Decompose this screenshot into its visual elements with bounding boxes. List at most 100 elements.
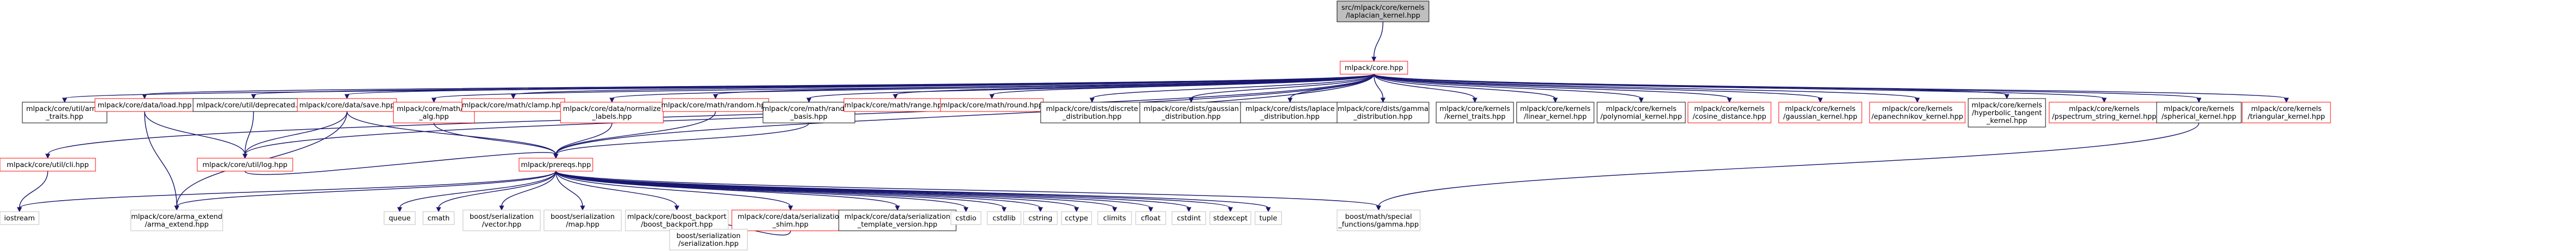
arrowhead-core-to-random_basis: [806, 97, 812, 103]
node-gamma_dist[interactable]: mlpack/core/dists/gamma_distribution.hpp: [1337, 102, 1429, 123]
node-box-kernel_traits[interactable]: [1436, 102, 1514, 123]
node-box-data_save[interactable]: [297, 98, 397, 112]
node-box-ser_shim[interactable]: [731, 210, 850, 231]
node-box-arma_extend: [130, 210, 223, 231]
node-box-random[interactable]: [662, 98, 769, 112]
node-box-random_basis[interactable]: [762, 102, 855, 123]
node-box-lin_alg[interactable]: [393, 102, 475, 123]
node-label-linear_kernel-0: mlpack/core/kernels: [1520, 105, 1591, 113]
node-cosine[interactable]: mlpack/core/kernels/cosine_distance.hpp: [1687, 102, 1771, 123]
node-deprecated[interactable]: mlpack/core/util/deprecated.hpp: [193, 98, 315, 112]
node-box-linear_kernel[interactable]: [1516, 102, 1594, 123]
arrowhead-prereqs-to-iostream: [17, 207, 22, 213]
arrowhead-prereqs-to-boost_backport: [674, 205, 679, 211]
node-box-normalize_labels[interactable]: [560, 102, 664, 123]
edge-core-to-cli: [47, 74, 1374, 155]
node-box-spherical[interactable]: [2156, 102, 2242, 123]
node-label-arma_extend-1: /arma_extend.hpp: [145, 220, 209, 229]
node-discrete[interactable]: mlpack/core/dists/discrete_distribution.…: [1040, 102, 1144, 123]
node-lin_alg[interactable]: mlpack/core/math/lin_alg.hpp: [393, 102, 475, 123]
node-data_load[interactable]: mlpack/core/data/load.hpp: [94, 98, 195, 112]
node-spherical[interactable]: mlpack/core/kernels/spherical_kernel.hpp: [2156, 102, 2242, 123]
node-gaussian_kernel[interactable]: mlpack/core/kernels/gaussian_kernel.hpp: [1778, 102, 1862, 123]
node-box-deprecated[interactable]: [193, 98, 315, 112]
node-normalize_labels[interactable]: mlpack/core/data/normalize_labels.hpp: [560, 102, 664, 123]
node-box-epanechnikov[interactable]: [1869, 102, 1966, 123]
node-data_save[interactable]: mlpack/core/data/save.hpp: [297, 98, 397, 112]
node-laplace_dist[interactable]: mlpack/core/dists/laplace_distribution.h…: [1240, 102, 1340, 123]
node-range[interactable]: mlpack/core/math/range.hpp: [843, 98, 947, 112]
node-label-core-0: mlpack/core.hpp: [1345, 64, 1403, 72]
node-ser_shim[interactable]: mlpack/core/data/serialization_shim.hpp: [731, 210, 850, 231]
edge-data_save-to-log: [244, 111, 348, 155]
node-label-cstdlib-0: cstdlib: [992, 214, 1015, 222]
node-ser_template[interactable]: mlpack/core/data/serialization_template_…: [838, 210, 957, 231]
node-box-triangular[interactable]: [2242, 102, 2331, 123]
node-round[interactable]: mlpack/core/math/round.hpp: [940, 98, 1044, 112]
node-label-cosine-0: mlpack/core/kernels: [1694, 105, 1765, 113]
edge-core-to-round: [991, 74, 1374, 95]
node-box-hyperbolic[interactable]: [1968, 98, 2046, 128]
node-box-clamp[interactable]: [461, 98, 565, 112]
node-cli[interactable]: mlpack/core/util/cli.hpp: [0, 158, 96, 172]
node-box-gaussian_kernel[interactable]: [1778, 102, 1862, 123]
node-box-arma_traits[interactable]: [22, 102, 107, 123]
node-arma_traits[interactable]: mlpack/core/util/arma_traits.hpp: [22, 102, 107, 123]
node-box-gaussian_dist[interactable]: [1139, 102, 1243, 123]
node-label-triangular-0: mlpack/core/kernels: [2251, 105, 2322, 113]
node-label-random-0: mlpack/core/math/random.hpp: [661, 101, 770, 109]
node-label-data_save-0: mlpack/core/data/save.hpp: [299, 101, 395, 109]
node-box-laplace_dist[interactable]: [1240, 102, 1340, 123]
node-random_basis[interactable]: mlpack/core/math/random_basis.hpp: [762, 102, 856, 123]
node-box-gamma_dist[interactable]: [1337, 102, 1429, 123]
node-label-polynomial-0: mlpack/core/kernels: [1606, 105, 1677, 113]
node-clamp[interactable]: mlpack/core/math/clamp.hpp: [461, 98, 565, 112]
node-hyperbolic[interactable]: mlpack/core/kernels/hyperbolic_tangent_k…: [1968, 98, 2046, 128]
edge-lin_alg-to-prereqs: [433, 122, 556, 155]
arrowhead-core-to-polynomial: [1639, 97, 1644, 103]
arrowhead-prereqs-to-cstdio: [963, 207, 969, 213]
node-box-range[interactable]: [843, 98, 947, 112]
arrowhead-core-to-spherical: [2196, 97, 2202, 103]
node-epanechnikov[interactable]: mlpack/core/kernels/epanechnikov_kernel.…: [1869, 102, 1966, 123]
edge-prereqs-to-tuple: [555, 171, 1269, 208]
node-triangular[interactable]: mlpack/core/kernels/triangular_kernel.hp…: [2242, 102, 2331, 123]
node-polynomial[interactable]: mlpack/core/kernels/polynomial_kernel.hp…: [1597, 102, 1686, 123]
node-log[interactable]: mlpack/core/util/log.hpp: [197, 158, 293, 172]
arrowhead-core-to-gaussian_dist: [1189, 97, 1194, 103]
node-box-cli[interactable]: [0, 158, 96, 172]
arrowhead-core-to-random: [713, 94, 718, 100]
node-prereqs[interactable]: mlpack/prereqs.hpp: [519, 158, 593, 172]
node-linear_kernel[interactable]: mlpack/core/kernels/linear_kernel.hpp: [1516, 102, 1594, 123]
node-box-cosine[interactable]: [1687, 102, 1771, 123]
node-box-prereqs[interactable]: [519, 158, 593, 172]
node-pspectrum[interactable]: mlpack/core/kernels/pspectrum_string_ker…: [2049, 102, 2160, 123]
node-label-arma_traits-0: mlpack/core/util/arma: [26, 105, 103, 113]
node-root[interactable]: src/mlpack/core/kernels/laplacian_kernel…: [1337, 1, 1429, 22]
node-core[interactable]: mlpack/core.hpp: [1340, 61, 1408, 75]
node-label-log-0: mlpack/core/util/log.hpp: [202, 161, 288, 169]
node-box-ser_serialization: [669, 229, 748, 250]
node-label-random_basis-1: _basis.hpp: [790, 113, 827, 121]
node-box-log[interactable]: [197, 158, 293, 172]
node-label-arma_traits-1: _traits.hpp: [46, 113, 84, 121]
node-box-polynomial[interactable]: [1597, 102, 1686, 123]
edge-root-to-core: [1373, 21, 1384, 58]
edge-core-to-kernel_traits: [1373, 74, 1476, 99]
node-box-root[interactable]: [1337, 1, 1429, 22]
node-kernel_traits[interactable]: mlpack/core/kernels/kernel_traits.hpp: [1436, 102, 1514, 123]
edge-prereqs-to-stdexcept: [555, 171, 1231, 208]
node-label-lin_alg-0: mlpack/core/math/lin: [397, 105, 471, 113]
edge-prereqs-to-queue: [399, 171, 556, 208]
arrowhead-core-to-cosine: [1727, 97, 1732, 103]
node-random[interactable]: mlpack/core/math/random.hpp: [661, 98, 770, 112]
arrowhead-prereqs-to-cfloat: [1148, 207, 1153, 213]
arrowhead-core-to-linear_kernel: [1552, 97, 1558, 103]
node-box-core[interactable]: [1340, 61, 1408, 75]
arrowhead-prereqs-to-ser_map: [580, 205, 585, 211]
edge-prereqs-to-gamma: [555, 171, 1379, 207]
edge-spherical-to-gamma: [1378, 122, 2200, 207]
node-gaussian_dist[interactable]: mlpack/core/dists/gaussian_distribution.…: [1139, 102, 1243, 123]
node-box-ser_vector: [462, 210, 541, 231]
